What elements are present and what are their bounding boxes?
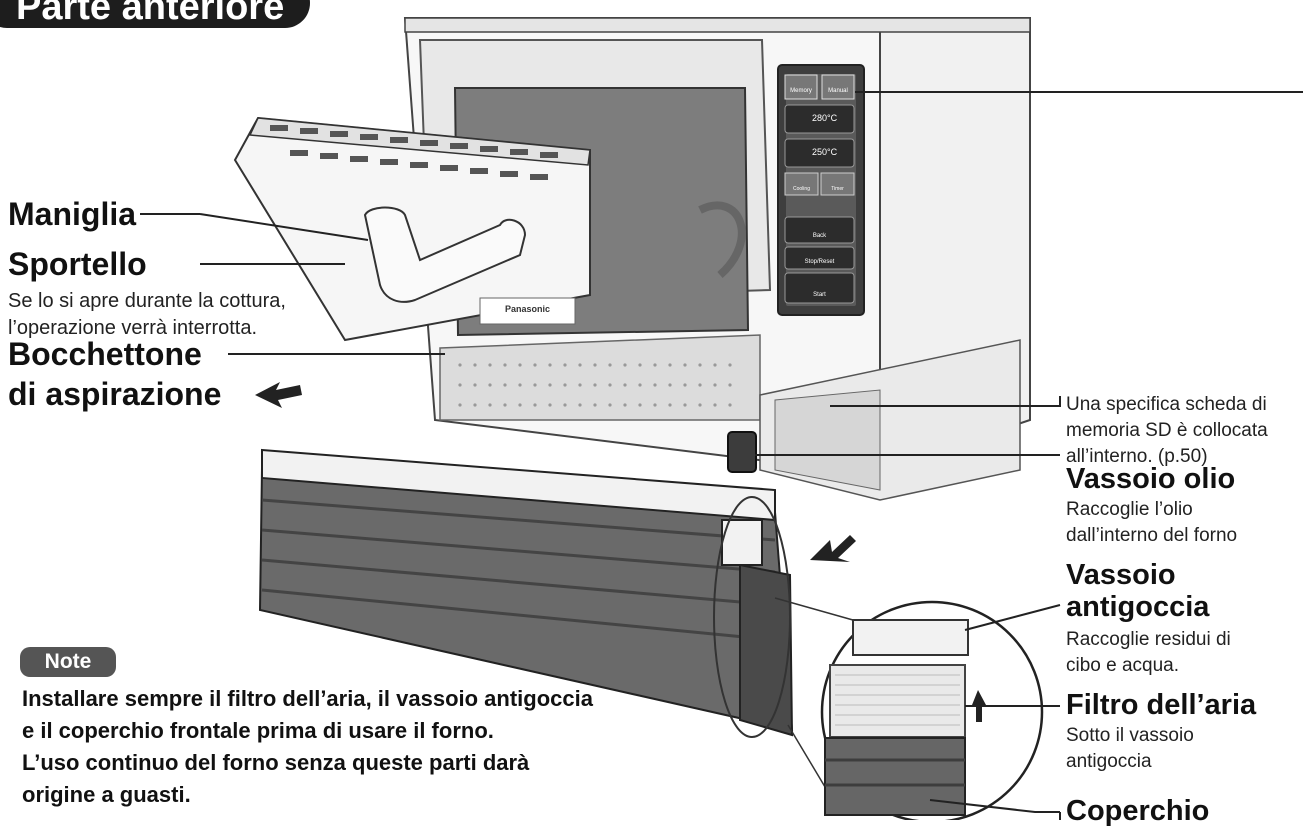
label-cover: Coperchio [1066,795,1210,827]
drip-desc-line: Raccoglie residui di [1066,629,1231,650]
panel-back-label: Back [812,233,827,239]
note-badge: Note [20,647,116,677]
panel-cooling-label: Cooling [793,186,810,192]
panel-timer-button[interactable] [820,172,855,196]
air-filter-detail [829,664,966,738]
label-intake-line1: Bocchettone [8,336,202,372]
air-filter-description: Sotto il vassoio antigoccia [1066,723,1194,775]
brand-plate [479,297,576,325]
panel-temp-button-1[interactable] [784,104,855,134]
door-desc-line: Se lo si apre durante la cottura, [8,290,286,312]
panel-stop-button[interactable] [784,246,855,270]
panel-start-label: Start [813,292,826,298]
filter-desc-line: antigoccia [1066,751,1152,772]
door-handle [363,206,527,303]
panel-memory-label: Memory [790,88,812,94]
intake-grille [439,334,761,421]
panel-temp-button-2[interactable] [784,138,855,168]
remove-arrow-icon [255,382,302,408]
drip-tray-detail [852,619,969,656]
oil-tray-knob [727,431,757,473]
note-line: Installare sempre il filtro dell’aria, i… [22,686,593,711]
section-title: Parte anteriore [0,0,311,28]
label-air-filter: Filtro dell’aria [1066,689,1257,721]
label-handle: Maniglia [8,196,137,232]
sd-desc-line: Una specifica scheda di [1066,394,1267,415]
label-oil-tray: Vassoio olio [1066,463,1236,495]
note-line: origine a guasti. [22,782,191,807]
door-desc-line: l’operazione verrà interrotta. [8,317,258,339]
panel-timer-label: Timer [831,186,844,192]
door-description: Se lo si apre durante la cottura, l’oper… [8,288,286,342]
drip-desc-line: cibo e acqua. [1066,655,1180,676]
panel-memory-button[interactable] [784,74,818,100]
panel-temp-2-label: 250°C [812,147,838,157]
cover-detail [824,737,966,816]
note-line: e il coperchio frontale prima di usare i… [22,718,494,743]
panel-back-button[interactable] [784,216,855,244]
panel-start-button[interactable] [784,272,855,304]
label-door: Sportello [8,246,147,282]
remove-arrow-icon-2 [810,535,856,562]
oil-desc-line: dall’interno del forno [1066,525,1238,546]
label-intake-line2: di aspirazione [8,376,222,412]
panel-temp-1-label: 280°C [812,113,838,123]
oil-tray-description: Raccoglie l’olio dall’interno del forno [1066,497,1237,549]
label-drip-tray-line1: Vassoio [1066,559,1176,591]
drip-tray-description: Raccoglie residui di cibo e acqua. [1066,627,1231,679]
brand-label: Panasonic [504,304,551,314]
panel-manual-label: Manual [828,88,848,94]
panel-manual-button[interactable] [821,74,855,100]
panel-cooling-button[interactable] [784,172,819,196]
note-text: Installare sempre il filtro dell’aria, i… [22,683,622,811]
sd-card-description: Una specifica scheda di memoria SD è col… [1066,392,1268,470]
label-drip-tray-line2: antigoccia [1066,591,1210,623]
sd-desc-line: memoria SD è collocata [1066,420,1268,441]
note-line: L’uso continuo del forno senza queste pa… [22,750,530,775]
filter-desc-line: Sotto il vassoio [1066,725,1194,746]
oil-desc-line: Raccoglie l’olio [1066,499,1193,520]
panel-stop-label: Stop/Reset [804,259,835,265]
sd-desc-line: all’interno. (p.50) [1066,446,1208,467]
